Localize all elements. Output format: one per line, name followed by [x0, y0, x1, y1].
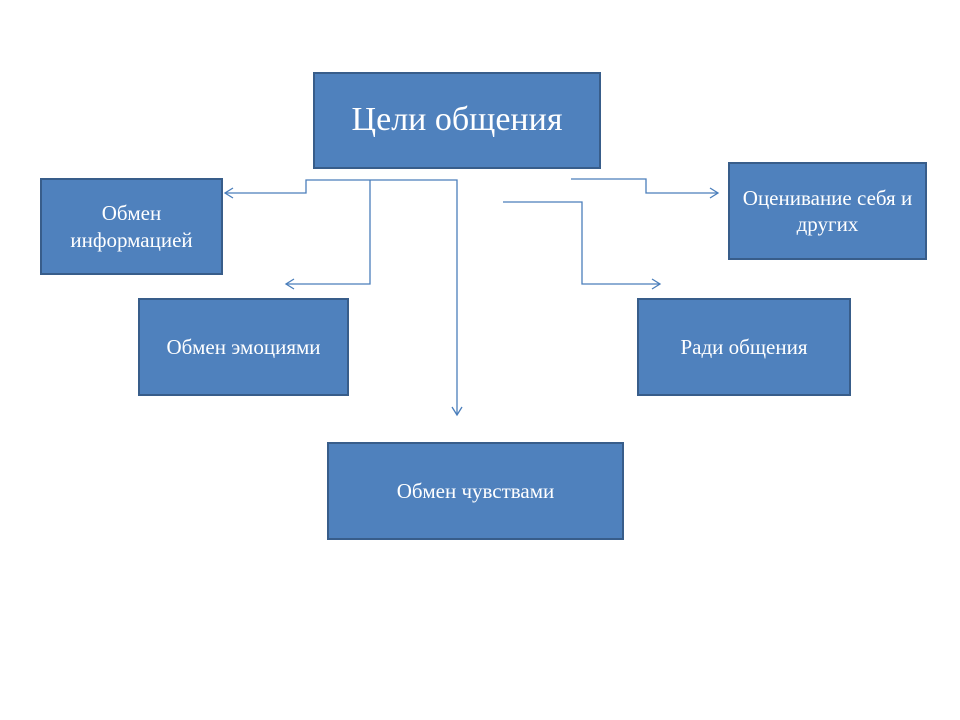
connector-root-to-feelings [370, 179, 458, 415]
connector-root-to-for-sake [503, 201, 660, 285]
connector-root-to-evaluation [571, 178, 718, 194]
for-communication-label: Ради общения [680, 334, 808, 359]
info-exchange-box: Обмен информацией [40, 178, 223, 275]
arrowhead-info [223, 187, 234, 199]
arrowhead-emotions [284, 278, 295, 290]
connector-root-to-info [225, 179, 370, 194]
feeling-exchange-label: Обмен чувствами [396, 478, 555, 503]
arrowhead-evaluation [709, 187, 720, 199]
connector-root-to-emotions [286, 180, 371, 285]
arrowhead-for-sake [651, 278, 662, 290]
self-evaluation-label: Оценивание себя и других [742, 185, 913, 236]
emotion-exchange-label: Обмен эмоциями [166, 334, 321, 359]
arrowhead-feelings [451, 406, 463, 417]
self-evaluation-box: Оценивание себя и других [728, 162, 927, 260]
info-exchange-label: Обмен информацией [70, 201, 193, 252]
root-goals-label: Цели общения [351, 101, 563, 139]
feeling-exchange-box: Обмен чувствами [327, 442, 624, 540]
for-communication-box: Ради общения [637, 298, 851, 396]
emotion-exchange-box: Обмен эмоциями [138, 298, 349, 396]
root-goals-box: Цели общения [313, 72, 601, 169]
